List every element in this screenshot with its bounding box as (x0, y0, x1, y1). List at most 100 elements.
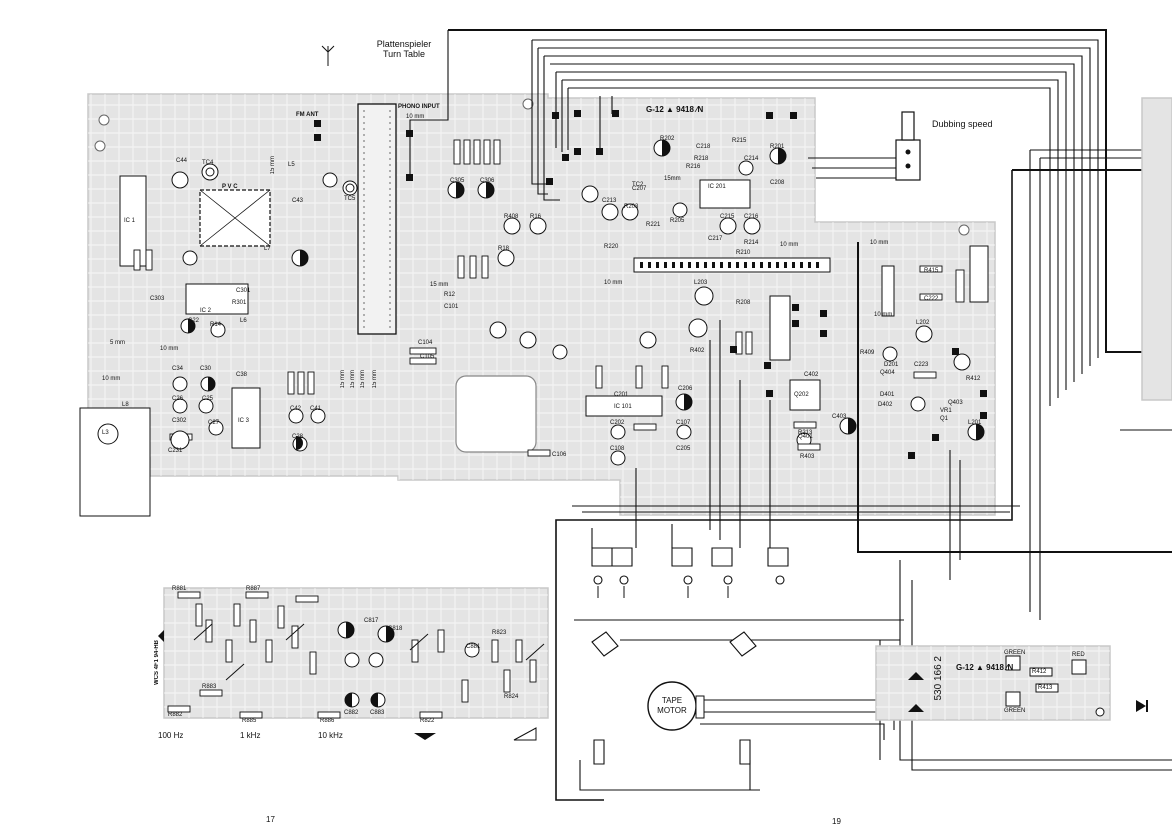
mounting-hole (522, 98, 534, 110)
component-label: Q1 (940, 416, 949, 422)
component-label: L6 (240, 318, 247, 324)
tape-motor-label-line1: TAPE (661, 696, 683, 705)
component-label: C302 (172, 418, 187, 424)
dimension-label: 15 mm (340, 370, 346, 389)
component-label: C306 (480, 178, 495, 184)
component-label: R203 (624, 204, 639, 210)
component-label: Q202 (794, 392, 809, 398)
pvc-label: P V C (222, 184, 238, 190)
component-label: R208 (736, 300, 751, 306)
main-pcb (79, 93, 996, 517)
dimension-label: 15 mm (350, 370, 356, 389)
mounting-hole (958, 224, 970, 236)
component-label: C214 (744, 156, 759, 162)
component-label: TC2 (632, 182, 644, 188)
component-label: C104 (418, 340, 433, 346)
component-label: C43 (292, 198, 304, 204)
component-label: R12 (444, 292, 456, 298)
component-label: VR1 (940, 408, 952, 414)
eq-board-marking: WCS 4F1 94-HB (154, 640, 160, 686)
component-label: R210 (736, 250, 751, 256)
connector-strip (769, 295, 791, 361)
component-label: C208 (770, 180, 785, 186)
component-label: D402 (878, 402, 893, 408)
component-label: C25 (202, 396, 214, 402)
antenna-icon (321, 45, 335, 66)
component-label: L8 (122, 402, 129, 408)
phono-input-label: PHONO INPUT (398, 104, 440, 110)
component-label: R218 (694, 156, 709, 162)
led-board-part-number: 530 166 2 (933, 656, 944, 701)
led-pcb (875, 645, 1148, 721)
component-label: D401 (880, 392, 895, 398)
led-resistor-label: R412 (1032, 669, 1047, 675)
component-label: C107 (676, 420, 691, 426)
component-label: R409 (860, 350, 875, 356)
eq-component-label: R881 (172, 586, 187, 592)
component-label: C106 (552, 452, 567, 458)
component-label: R202 (660, 136, 675, 142)
eq-component-label: R822 (420, 718, 435, 724)
component-label: C222 (924, 296, 939, 302)
eq-component-label: R886 (320, 718, 335, 724)
component-label: Q401 (798, 434, 813, 440)
component-label: TC5 (344, 196, 356, 202)
ic-label: IC 101 (614, 404, 632, 410)
dimension-label: 10 mm (604, 280, 623, 286)
component-label: C301 (236, 288, 251, 294)
turntable-label-en: Turn Table (382, 49, 426, 59)
component-label: C202 (610, 420, 625, 426)
eq-component-label: R823 (492, 630, 507, 636)
dimension-label: 10 mm (102, 376, 121, 382)
eq-component-label: R887 (246, 586, 261, 592)
component-label: C215 (720, 214, 735, 220)
ic-2 (185, 283, 249, 315)
component-label: L202 (916, 320, 930, 326)
led-board-code: G-12 ▲ 9418 ⁄N (956, 663, 1014, 672)
component-label: C201 (614, 392, 629, 398)
component-label: C34 (172, 366, 184, 372)
component-label: R214 (744, 240, 759, 246)
board-cutout (455, 375, 537, 453)
component-label: C28 (292, 434, 304, 440)
led-label-green: GREEN (1004, 650, 1026, 656)
jack-connectors (591, 547, 789, 598)
component-label: C26 (172, 396, 184, 402)
led-label-red: RED (1072, 652, 1085, 658)
eq-component-label: R824 (504, 694, 519, 700)
component-label: C41 (310, 406, 322, 412)
component-label: L201 (968, 420, 982, 426)
tape-heads (591, 631, 757, 765)
component-label: C403 (832, 414, 847, 420)
ic-1 (119, 175, 147, 267)
component-label: C108 (610, 446, 625, 452)
eq-component-label: C883 (370, 710, 385, 716)
led-label-green: GREEN (1004, 708, 1026, 714)
component-label: C44 (176, 158, 188, 164)
component-label: C105 (420, 354, 435, 360)
dimension-label: 15 mm (360, 370, 366, 389)
component-label: R215 (732, 138, 747, 144)
partial-board-right (1141, 97, 1172, 401)
dubbing-speed-label: Dubbing speed (932, 119, 993, 129)
fm-ant-label: FM ANT (296, 112, 319, 118)
component-label: C30 (200, 366, 212, 372)
component-label: C217 (708, 236, 723, 242)
ic-label: IC 3 (238, 418, 250, 424)
component-label: C223 (914, 362, 929, 368)
component-label: R301 (232, 300, 247, 306)
component-label: R415 (924, 268, 939, 274)
dimension-label: 10 mm (874, 312, 893, 318)
component-label: TC4 (202, 160, 214, 166)
dimension-label: 10 mm (870, 240, 889, 246)
led-resistor-label: R413 (1038, 685, 1053, 691)
eq-component-label: C817 (364, 618, 379, 624)
component-label: R412 (966, 376, 981, 382)
ic-101 (585, 395, 663, 417)
component-label: Q404 (880, 370, 895, 376)
dimension-label: 15 mm (372, 370, 378, 389)
component-label: C205 (676, 446, 691, 452)
dimension-label: 15 mm (430, 282, 449, 288)
component-label: R205 (670, 218, 685, 224)
